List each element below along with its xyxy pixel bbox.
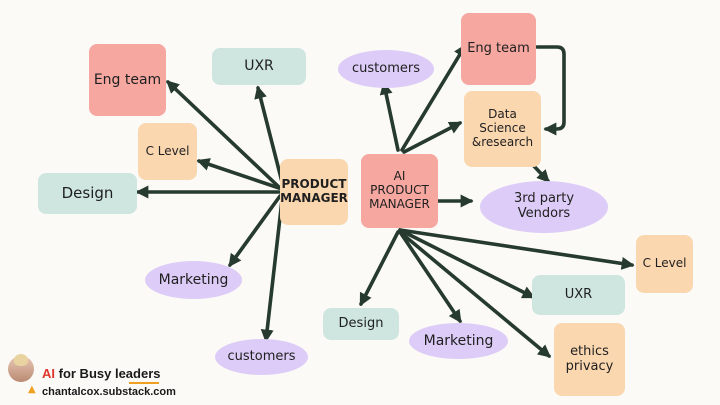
- ai-eng-team-box: Eng team: [461, 13, 536, 85]
- edge-pm-clevel: [196, 158, 281, 190]
- edge-ai-eng: [400, 43, 467, 152]
- pm-c-level-box: C Level: [138, 123, 197, 180]
- ai-customers-ellipse: customers: [338, 50, 434, 88]
- ai-marketing-ellipse: Marketing: [409, 323, 508, 359]
- edge-ai-ethics: [398, 230, 551, 358]
- edge-pm-marketing: [228, 194, 282, 268]
- pm-customers-ellipse: customers: [215, 339, 308, 375]
- product-manager-box: PRODUCT MANAGER: [280, 159, 348, 225]
- ai-c-level-box: C Level: [636, 235, 693, 293]
- edge-ai-uxr: [398, 228, 536, 299]
- ai-ethics-privacy-box: ethics privacy: [554, 323, 625, 396]
- brand-underline: [129, 382, 159, 384]
- pm-eng-team-box: Eng team: [89, 44, 166, 116]
- edge-ai-customers: [379, 81, 400, 152]
- ai-product-manager-box: AI PRODUCT MANAGER: [361, 154, 438, 228]
- newsletter-title: AI for Busy leaders: [42, 366, 161, 381]
- pm-uxr-box: UXR: [212, 48, 306, 85]
- edge-eng-datasci: [535, 45, 566, 136]
- brand-rest-text: for Busy leaders: [55, 366, 161, 381]
- edge-pm-customers: [260, 198, 284, 343]
- author-avatar: [8, 354, 34, 382]
- substack-url[interactable]: chantalcox.substack.com: [42, 386, 176, 398]
- edge-ai-design: [359, 230, 400, 307]
- ai-uxr-box: UXR: [532, 275, 625, 315]
- edge-pm-uxr: [254, 85, 284, 184]
- bell-icon: ▲: [28, 384, 36, 395]
- footer-branding: AI for Busy leaders ▲ chantalcox.substac…: [4, 354, 204, 400]
- edge-pm-eng: [166, 80, 282, 190]
- edge-datasci-vendors: [530, 162, 550, 183]
- ai-data-science-box: Data Science &research: [464, 91, 541, 167]
- edge-ai-datasci: [402, 121, 463, 154]
- edge-ai-marketing: [398, 230, 462, 324]
- ai-3rd-party-vendors-ellipse: 3rd party Vendors: [480, 181, 608, 233]
- edge-ai-clevel: [398, 228, 635, 270]
- pm-marketing-ellipse: Marketing: [145, 261, 242, 299]
- pm-design-box: Design: [38, 173, 137, 214]
- brand-ai-text: AI: [42, 366, 55, 381]
- ai-design-box: Design: [323, 308, 399, 340]
